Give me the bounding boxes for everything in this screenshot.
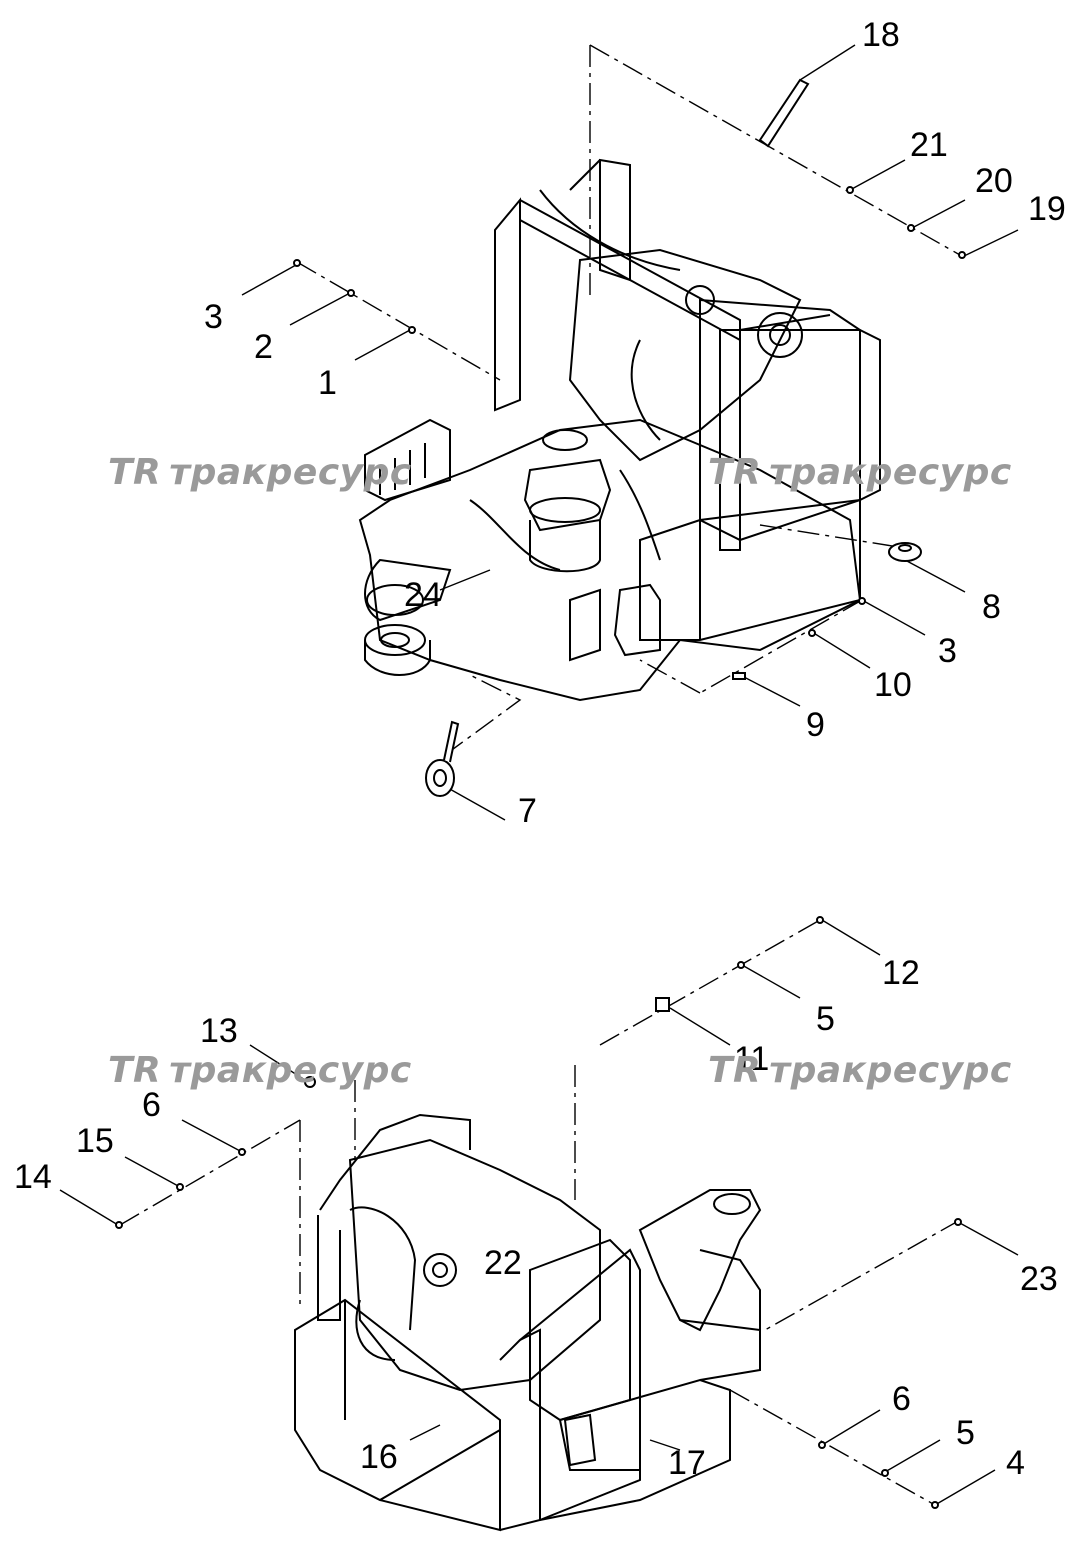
- callout-label: 17: [668, 1444, 706, 1482]
- callout-label: 5: [816, 1000, 835, 1038]
- callout-label: 14: [14, 1158, 52, 1196]
- bolt-12: [816, 916, 824, 924]
- clip-9: [732, 672, 746, 680]
- bolt-21: [846, 186, 854, 194]
- lower-small-parts: [115, 916, 962, 1509]
- nut-1: [408, 326, 416, 334]
- callout-label: 23: [1020, 1260, 1058, 1298]
- callout-label: 20: [975, 162, 1013, 200]
- callout-label: 11: [734, 1040, 769, 1078]
- cushion-11: [655, 997, 670, 1012]
- callout-label: 16: [360, 1438, 398, 1476]
- bolt-19: [958, 251, 966, 259]
- upper-frame-assembly: [358, 158, 881, 702]
- callout-labels: 18 21 20 19 3 2 1 8 24 3 10 9 7 12 5 11 …: [14, 16, 1066, 1482]
- callout-label: 6: [892, 1380, 911, 1418]
- washer-2: [347, 289, 355, 297]
- callout-label: 6: [142, 1086, 161, 1124]
- bolt-14: [115, 1221, 123, 1229]
- callout-label: 5: [956, 1414, 975, 1452]
- callout-label: 13: [200, 1012, 238, 1050]
- lower-frame-assembly: [294, 1113, 762, 1532]
- callout-label: 3: [204, 298, 223, 336]
- callout-label: 9: [806, 706, 825, 744]
- callout-label: 22: [484, 1244, 522, 1282]
- bolt-4: [931, 1501, 939, 1509]
- washer-5b: [881, 1469, 889, 1477]
- washer-20: [907, 224, 915, 232]
- callout-label: 4: [1006, 1444, 1025, 1482]
- callout-label: 18: [862, 16, 900, 54]
- washer-5: [737, 961, 745, 969]
- callout-label: 15: [76, 1122, 114, 1160]
- cap-13: [304, 1076, 316, 1088]
- callout-label: 8: [982, 588, 1001, 626]
- upper-leader-lines: [241, 44, 1019, 821]
- washer-15: [176, 1183, 184, 1191]
- callout-label: 24: [404, 576, 442, 614]
- callout-label: 7: [518, 792, 537, 830]
- bolt-3b: [858, 597, 866, 605]
- callout-label: 2: [254, 328, 273, 366]
- upper-small-parts: [293, 78, 966, 797]
- bolt-23: [954, 1218, 962, 1226]
- callout-label: 10: [874, 666, 912, 704]
- bolt-3: [293, 259, 301, 267]
- callout-label: 1: [318, 364, 337, 402]
- washer-10: [808, 629, 816, 637]
- washer-6: [238, 1148, 246, 1156]
- gas-spring-18: [758, 78, 810, 148]
- callout-label: 3: [938, 632, 957, 670]
- lower-leader-lines: [59, 919, 1019, 1506]
- washer-6b: [818, 1441, 826, 1449]
- callout-label: 12: [882, 954, 920, 992]
- callout-label: 21: [910, 126, 948, 164]
- callout-label: 19: [1028, 190, 1066, 228]
